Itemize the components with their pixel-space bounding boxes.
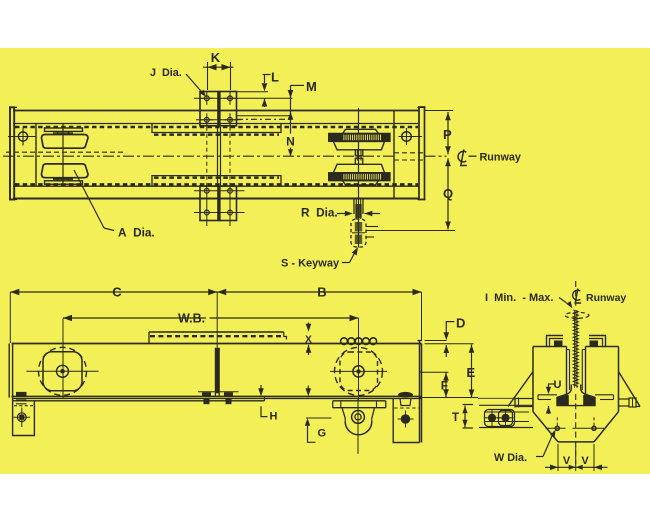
svg-text:C: C bbox=[112, 285, 122, 300]
svg-text:F: F bbox=[441, 379, 448, 393]
svg-text:D: D bbox=[456, 316, 465, 331]
svg-text:B: B bbox=[317, 285, 326, 300]
svg-text:N: N bbox=[286, 135, 295, 149]
svg-text:A Dia.: A Dia. bbox=[118, 226, 155, 240]
svg-text:V: V bbox=[563, 455, 571, 467]
svg-text:J Dia.: J Dia. bbox=[150, 67, 182, 79]
svg-text:Runway: Runway bbox=[586, 292, 626, 304]
svg-text:P: P bbox=[443, 127, 452, 142]
svg-text:W.B.: W.B. bbox=[178, 312, 205, 326]
svg-text:V: V bbox=[581, 455, 589, 467]
svg-text:Q: Q bbox=[443, 186, 453, 201]
svg-text:U: U bbox=[554, 379, 562, 391]
svg-text:L: L bbox=[271, 70, 279, 85]
svg-text:T: T bbox=[452, 412, 459, 424]
svg-text:Runway: Runway bbox=[480, 152, 521, 164]
svg-text:I Min. - Max.: I Min. - Max. bbox=[485, 292, 553, 304]
svg-text:G: G bbox=[318, 428, 327, 440]
svg-text:S - Keyway: S - Keyway bbox=[281, 258, 340, 270]
svg-text:M: M bbox=[306, 79, 317, 94]
svg-text:H: H bbox=[270, 411, 278, 423]
svg-text:X: X bbox=[305, 335, 312, 346]
svg-text:K: K bbox=[211, 50, 221, 65]
svg-text:W Dia.: W Dia. bbox=[494, 452, 527, 464]
svg-text:R Dia.: R Dia. bbox=[301, 206, 338, 220]
svg-text:E: E bbox=[467, 365, 476, 380]
